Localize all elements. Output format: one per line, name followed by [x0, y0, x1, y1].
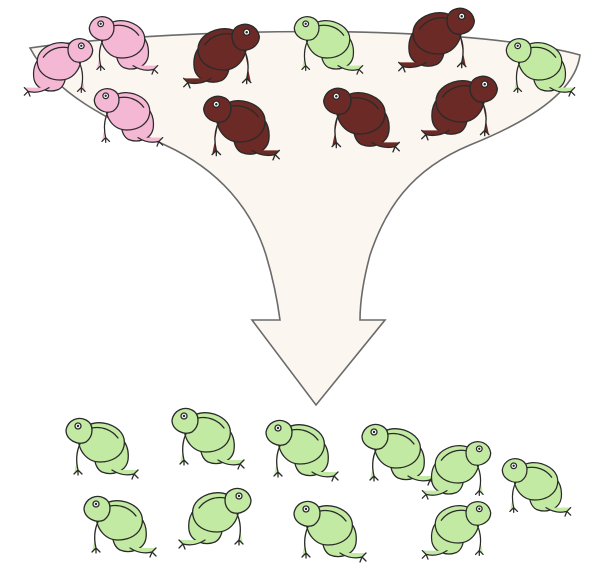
bottom-green-frog [66, 418, 138, 479]
bottom-green-frog [266, 420, 338, 481]
bottom-green-frog [502, 459, 570, 517]
bottom-green-frog [172, 408, 244, 469]
bottom-population-group [66, 408, 571, 562]
bottom-green-frog [422, 442, 490, 500]
bottom-green-frog [294, 501, 366, 562]
bottom-green-frog [422, 502, 490, 560]
bottom-green-frog [179, 488, 251, 549]
bottom-green-frog [362, 424, 434, 485]
bottom-green-frog [84, 496, 156, 557]
